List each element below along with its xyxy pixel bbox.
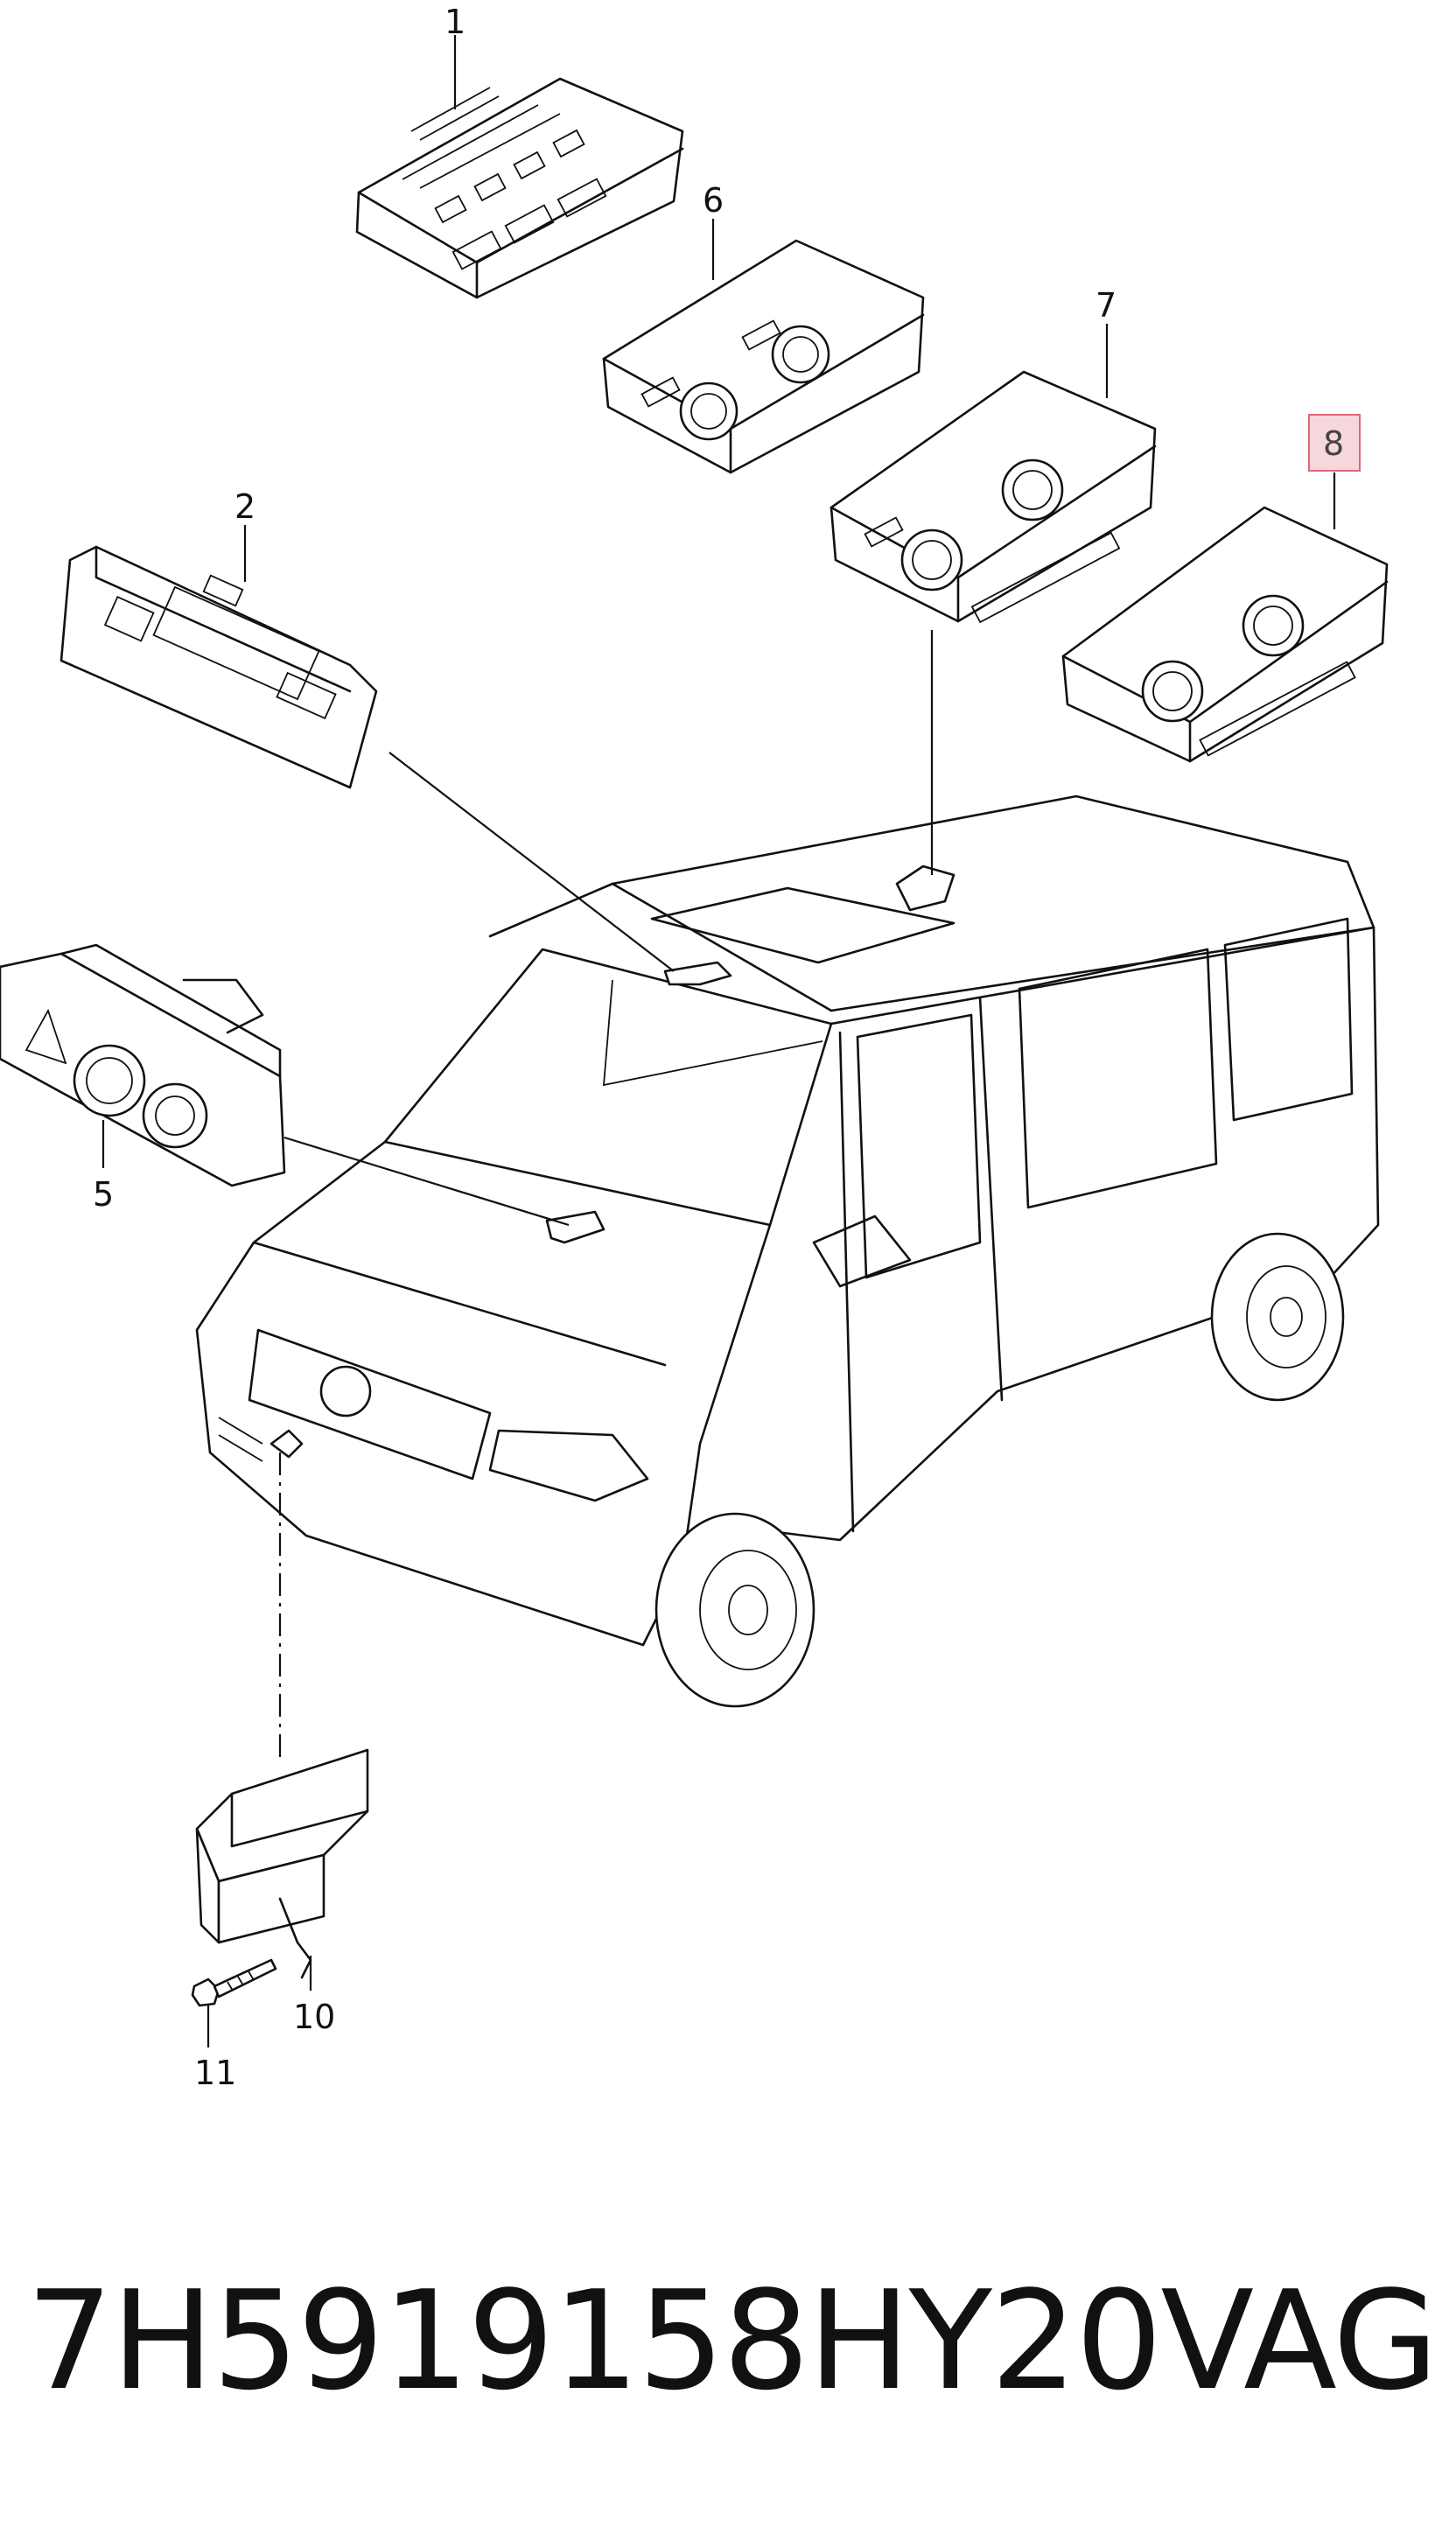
- callout-7: 7: [1096, 286, 1116, 325]
- part-7-overhead-panel[interactable]: [830, 370, 1157, 624]
- callout-8-highlight[interactable]: 8: [1308, 414, 1361, 472]
- part-5-headlight-switch[interactable]: [0, 943, 286, 1187]
- part-1-overhead-panel[interactable]: [355, 77, 684, 299]
- part-11-screw[interactable]: [191, 1958, 277, 2007]
- part-6-overhead-panel[interactable]: [602, 239, 925, 474]
- callout-10: 10: [293, 1998, 335, 2036]
- part-number: 7H5919158HY20: [26, 2261, 1162, 2420]
- brand-label: VAG: [1160, 2261, 1438, 2420]
- callout-8: 8: [1323, 424, 1344, 463]
- callout-2: 2: [234, 487, 256, 526]
- van-illustration: [195, 794, 1380, 1708]
- part-2-switch-panel[interactable]: [60, 545, 378, 789]
- callout-6: 6: [703, 181, 724, 220]
- part-8-overhead-panel[interactable]: [1061, 506, 1389, 763]
- part-caption: 7H5919158HY20 VAG: [26, 2261, 1438, 2420]
- part-10-switch-module[interactable]: [195, 1748, 369, 1979]
- callout-11: 11: [194, 2054, 236, 2092]
- callout-1: 1: [444, 3, 466, 41]
- callout-5: 5: [93, 1175, 114, 1214]
